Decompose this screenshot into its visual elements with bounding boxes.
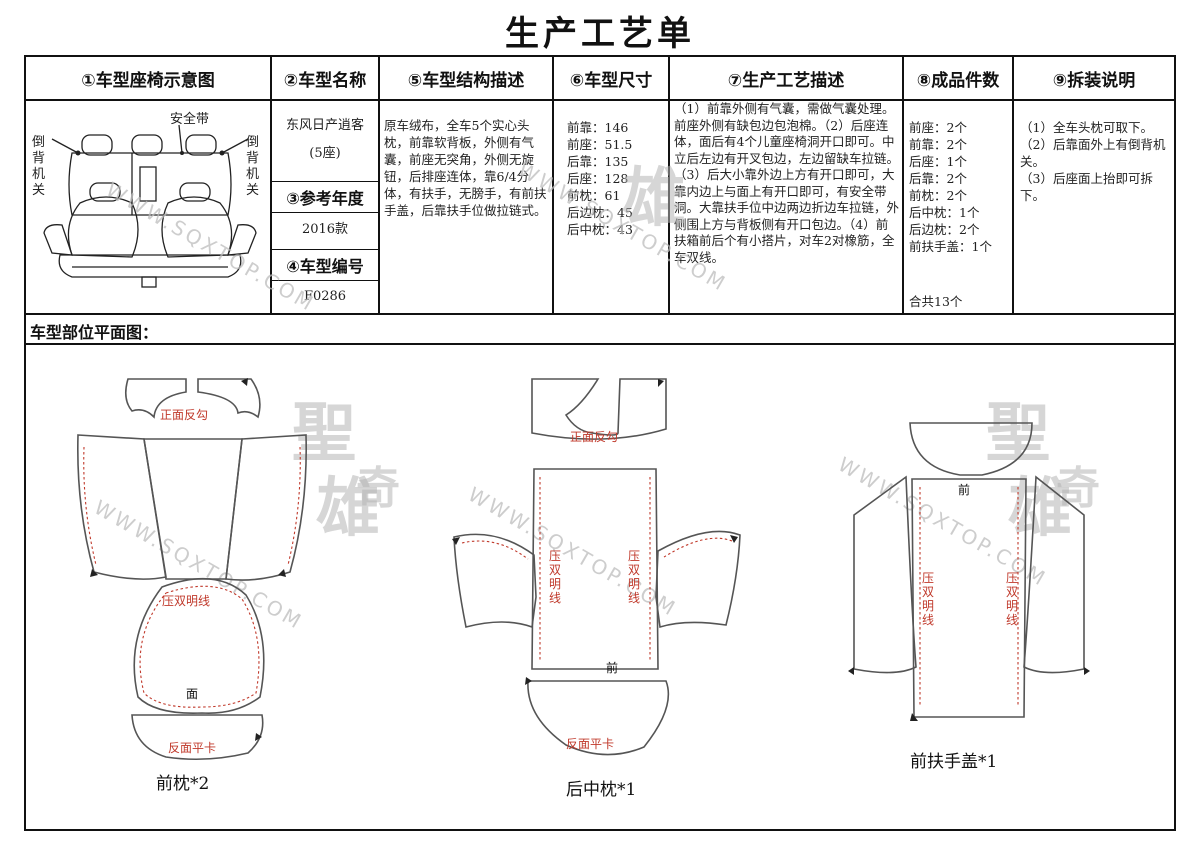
- row-divider: [272, 249, 378, 250]
- size-item: 后中枕：43: [567, 222, 633, 237]
- watermark-brand: 聖: [986, 396, 1050, 471]
- front-pillow-caption: 前枕*2: [156, 774, 210, 794]
- count-list: 前座：2个 前靠：2个 后座：1个 后靠：2个 前枕：2个 后中枕：1个 后边枕…: [909, 119, 1011, 255]
- rear-mid-pillow-front: 前: [606, 661, 619, 675]
- left-recline-label: 倒背机关: [32, 135, 46, 198]
- col-divider: [270, 99, 272, 313]
- header-size: ⑥车型尺寸: [554, 57, 670, 99]
- ref-year-value: 2016款: [301, 222, 349, 237]
- count-item: 前扶手盖：1个: [909, 239, 992, 254]
- right-recline-label: 倒背机关: [246, 135, 260, 198]
- count-item: 前枕：2个: [909, 188, 967, 203]
- count-item: 后靠：2个: [909, 171, 967, 186]
- info-bottom-divider: [26, 313, 1174, 315]
- size-list: 前靠：146 前座：51.5 后靠：135 后座：128 前枕：61 后边枕：4…: [567, 119, 667, 238]
- rear-mid-pillow-caption: 后中枕*1: [566, 780, 637, 800]
- size-item: 后座：128: [567, 171, 629, 186]
- model-code-header: ④车型编号: [286, 257, 364, 276]
- col-divider: [378, 99, 380, 313]
- document-title: 生产工艺单: [505, 14, 695, 54]
- header-seat-diagram: ①车型座椅示意图: [26, 57, 272, 99]
- install-list: （1）全车头枕可取下。 （2）后靠面外上有倒背机关。 （3）后座面上抬即可拆下。: [1020, 119, 1172, 204]
- row-divider: [272, 280, 378, 281]
- process-description: （1）前靠外侧有气囊，需做气囊处理。前座外侧有缺包边包泡棉。（2）后座连体，面后…: [674, 101, 900, 265]
- process-sheet: ①车型座椅示意图 ②车型名称 ⑤车型结构描述 ⑥车型尺寸 ⑦生产工艺描述 ⑧成品…: [24, 55, 1176, 831]
- header-model-name: ②车型名称: [272, 57, 380, 99]
- rear-mid-pillow-right-note: 压双明线: [628, 549, 641, 605]
- size-item: 后边枕：45: [567, 205, 633, 220]
- front-pillow-mid-note: 压双明线: [162, 594, 211, 608]
- count-item: 后座：1个: [909, 154, 967, 169]
- model-name-line1: 东风日产逍客: [285, 118, 364, 133]
- col-divider: [1012, 99, 1014, 313]
- seat-diagram: [43, 124, 257, 288]
- watermark-brand: 聖: [292, 396, 356, 471]
- size-item: 前座：51.5: [567, 137, 633, 152]
- rear-mid-pillow-bottom-note: 反面平卡: [566, 737, 615, 751]
- armrest-front: 前: [958, 483, 971, 497]
- header-count: ⑧成品件数: [904, 57, 1014, 99]
- size-item: 前靠：146: [567, 120, 629, 135]
- install-item: （3）后座面上抬即可拆下。: [1020, 171, 1153, 203]
- model-name-line2: (5座): [309, 146, 341, 161]
- install-item: （2）后靠面外上有倒背机关。: [1020, 137, 1166, 169]
- rear-mid-pillow-left-note: 压双明线: [549, 549, 562, 605]
- header-divider: [26, 99, 1174, 101]
- col-divider: [668, 99, 670, 313]
- install-item: （1）全车头枕可取下。: [1020, 120, 1153, 135]
- armrest-caption: 前扶手盖*1: [910, 752, 998, 772]
- watermark-brand: 雄: [316, 471, 380, 546]
- col-divider: [902, 99, 904, 313]
- ref-year-header: ③参考年度: [286, 189, 364, 208]
- model-code-value: F0286: [303, 289, 347, 304]
- rear-mid-pillow-top-note: 正面反勾: [570, 430, 619, 444]
- count-item: 前靠：2个: [909, 137, 967, 152]
- section-divider: [26, 343, 1174, 345]
- watermark-brand: 雄: [1008, 471, 1072, 546]
- header-structure: ⑤车型结构描述: [380, 57, 554, 99]
- armrest-left-note: 压双明线: [922, 571, 935, 627]
- front-pillow-face: 面: [186, 687, 199, 701]
- count-item: 后边枕：2个: [909, 222, 980, 237]
- seatbelt-label: 安全带: [170, 112, 210, 127]
- size-item: 后靠：135: [567, 154, 629, 169]
- header-process: ⑦生产工艺描述: [670, 57, 904, 99]
- front-pillow-bottom-note: 反面平卡: [168, 741, 217, 755]
- col-divider: [552, 99, 554, 313]
- watermark-brand: 奇: [1056, 463, 1100, 514]
- structure-description: 原车绒布，全车5个实心头枕，前靠软背板，外侧有气囊，前座无突角，外侧无旋钮，后排…: [384, 118, 547, 218]
- row-divider: [272, 181, 378, 182]
- armrest-right-note: 压双明线: [1006, 571, 1019, 627]
- count-total: 合共13个: [909, 294, 963, 309]
- row-divider: [272, 212, 378, 213]
- count-item: 前座：2个: [909, 120, 967, 135]
- front-pillow-top-note: 正面反勾: [160, 408, 209, 422]
- count-item: 后中枕：1个: [909, 205, 980, 220]
- header-install: ⑨拆装说明: [1052, 70, 1136, 91]
- size-item: 前枕：61: [567, 188, 621, 203]
- watermark-brand: 雄: [622, 161, 686, 236]
- section-title: 车型部位平面图：: [30, 323, 159, 342]
- watermark-brand: 奇: [356, 463, 400, 514]
- pattern-pieces: [77, 378, 1090, 761]
